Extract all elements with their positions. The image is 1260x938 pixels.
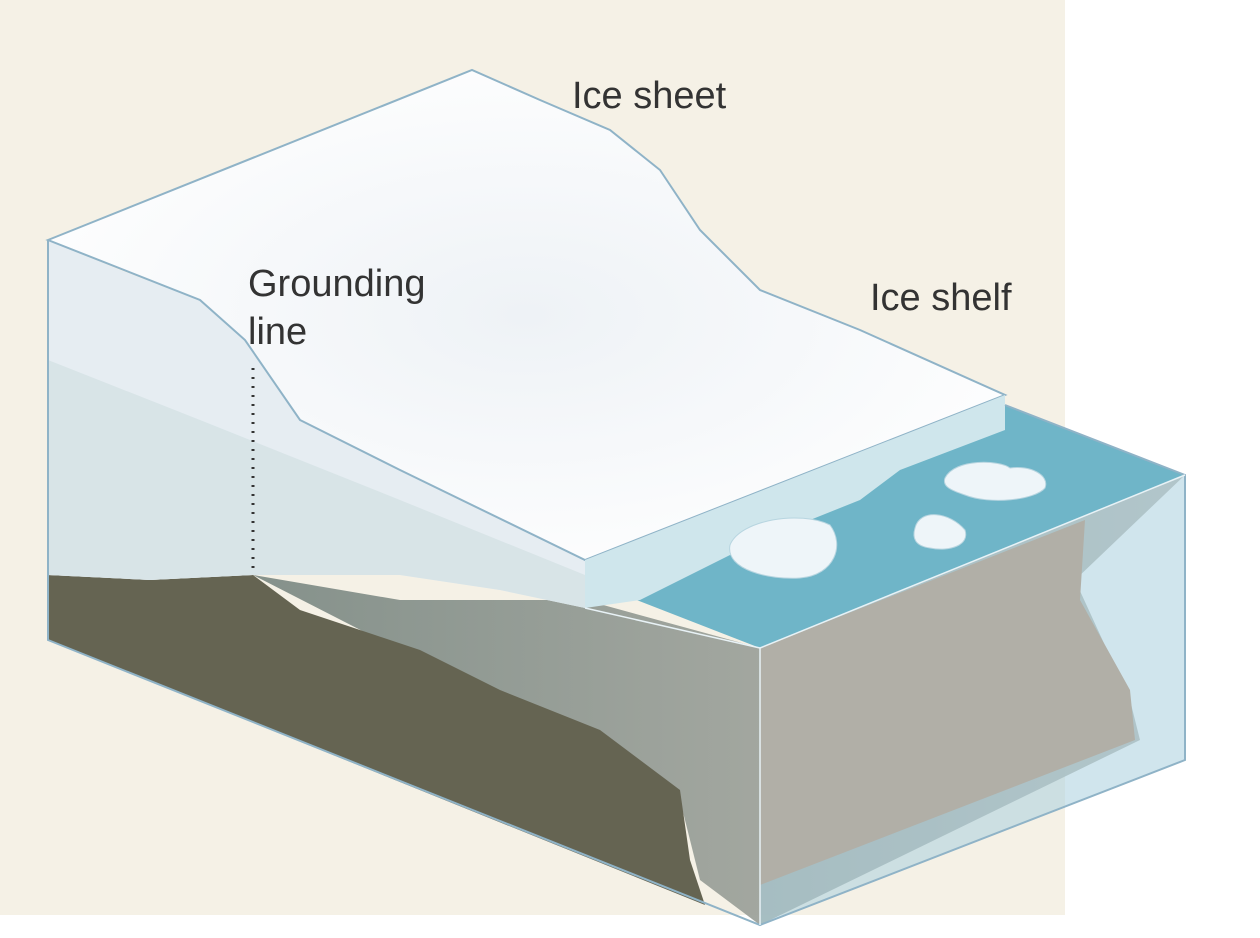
block-edge bbox=[584, 607, 761, 649]
ice-shelf-front bbox=[585, 395, 1005, 608]
label-ice-shelf: Ice shelf bbox=[870, 277, 1012, 319]
bedrock bbox=[48, 575, 705, 905]
ice-sheet-side-lower bbox=[48, 360, 585, 608]
ice-sheet-top bbox=[45, 68, 1008, 562]
iceberg bbox=[729, 517, 838, 579]
label-grounding-line-1: Grounding bbox=[248, 263, 426, 305]
ocean-surface bbox=[585, 405, 1185, 648]
label-ice-sheet: Ice sheet bbox=[572, 75, 727, 117]
iceberg bbox=[913, 514, 967, 550]
iceberg bbox=[943, 461, 1047, 501]
block-outline bbox=[47, 240, 1186, 927]
label-grounding-line-2: line bbox=[248, 311, 308, 353]
block-edge bbox=[759, 474, 1186, 649]
seabed-front-face bbox=[760, 520, 1135, 885]
